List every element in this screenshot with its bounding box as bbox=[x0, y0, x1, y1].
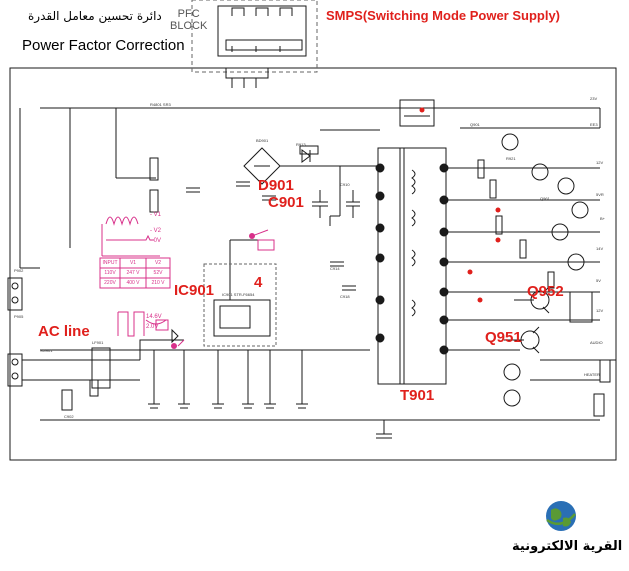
waveform-annotations bbox=[99, 216, 275, 347]
svg-text:P902: P902 bbox=[14, 268, 24, 273]
svg-text:Q901: Q901 bbox=[470, 122, 481, 127]
svg-text:EE3: EE3 bbox=[590, 122, 598, 127]
svg-text:12V: 12V bbox=[596, 160, 603, 165]
svg-text:AUDIO: AUDIO bbox=[590, 340, 603, 345]
pfc-block-line1: PFC bbox=[177, 8, 200, 20]
wave-label-v1: - V1 bbox=[150, 212, 162, 218]
pfc-block-box bbox=[191, 0, 318, 73]
label-t901: T901 bbox=[400, 387, 435, 404]
ac-input-connector-top bbox=[7, 277, 23, 311]
table-cell: 220V bbox=[104, 280, 116, 286]
svg-text:14V: 14V bbox=[596, 246, 603, 251]
svg-text:23V: 23V bbox=[590, 96, 597, 101]
svg-text:IC901 STR-F6654: IC901 STR-F6654 bbox=[222, 292, 255, 297]
label-d901: D901 bbox=[258, 177, 294, 194]
value-2-0v: 2.0V bbox=[146, 324, 159, 330]
bridge-rectifier bbox=[243, 147, 281, 185]
relay-rl901 bbox=[399, 99, 435, 127]
table-cell: 400 V bbox=[126, 280, 140, 286]
schematic-frame bbox=[9, 67, 617, 461]
ac-input-connector-bottom bbox=[7, 353, 23, 387]
svg-text:R4801 SR3: R4801 SR3 bbox=[150, 102, 171, 107]
svg-text:P905: P905 bbox=[14, 314, 24, 319]
svg-text:Q961: Q961 bbox=[540, 196, 551, 201]
inductor-l960 bbox=[217, 5, 307, 57]
waveform-square bbox=[117, 311, 145, 337]
label-pin4: 4 bbox=[254, 274, 263, 291]
probe-point-ac bbox=[171, 343, 177, 349]
pfc-block-label: PFC BLOCK bbox=[170, 8, 207, 32]
logo-text: القرية الالكترونية bbox=[512, 539, 623, 554]
label-q951: Q951 bbox=[485, 329, 522, 346]
wave-label-0v: - 0V bbox=[150, 238, 162, 244]
svg-text:C910: C910 bbox=[340, 182, 350, 187]
label-c901: C901 bbox=[268, 194, 304, 211]
value-14-6v: 14.6V bbox=[146, 314, 162, 320]
table-header-input: INPUT bbox=[102, 260, 118, 266]
probe-point bbox=[249, 233, 255, 239]
table-cell: 210 V bbox=[151, 280, 165, 286]
svg-text:5VR: 5VR bbox=[596, 192, 604, 197]
arabic-pfc-title: دائرة تحسين معامل القدرة bbox=[28, 9, 162, 23]
svg-text:C914: C914 bbox=[330, 266, 340, 271]
table-header-v1: V1 bbox=[129, 260, 137, 266]
svg-text:C918: C918 bbox=[340, 294, 350, 299]
svg-text:C902: C902 bbox=[64, 414, 74, 419]
table-cell: 110V bbox=[104, 270, 116, 276]
voltage-table: INPUT V1 V2 110V 247 V 52V 220V 400 V 21… bbox=[100, 258, 170, 288]
svg-text:R913: R913 bbox=[296, 142, 306, 147]
pfc-english-title: Power Factor Correction bbox=[22, 37, 185, 54]
table-cell: 247 V bbox=[126, 270, 140, 276]
label-ac-line: AC line bbox=[38, 323, 90, 340]
svg-text:5V: 5V bbox=[596, 278, 601, 283]
label-ic901: IC901 bbox=[174, 282, 215, 299]
svg-text:12V: 12V bbox=[596, 308, 603, 313]
smps-title: SMPS(Switching Mode Power Supply) bbox=[326, 8, 561, 23]
svg-text:B+: B+ bbox=[600, 216, 606, 221]
globe-logo-icon bbox=[546, 501, 576, 531]
wave-label-v2: - V2 bbox=[150, 228, 162, 234]
waveform-v1 bbox=[105, 216, 139, 226]
ic901 bbox=[213, 299, 271, 337]
table-header-v2: V2 bbox=[154, 260, 162, 266]
svg-text:LF901: LF901 bbox=[92, 340, 104, 345]
svg-text:SG901: SG901 bbox=[40, 348, 53, 353]
svg-text:BD901: BD901 bbox=[256, 138, 269, 143]
pfc-block-line2: BLOCK bbox=[170, 20, 208, 32]
label-q952: Q952 bbox=[527, 283, 564, 300]
svg-text:R921: R921 bbox=[506, 156, 516, 161]
svg-text:HEATER: HEATER bbox=[584, 372, 600, 377]
table-cell: 52V bbox=[153, 270, 163, 276]
